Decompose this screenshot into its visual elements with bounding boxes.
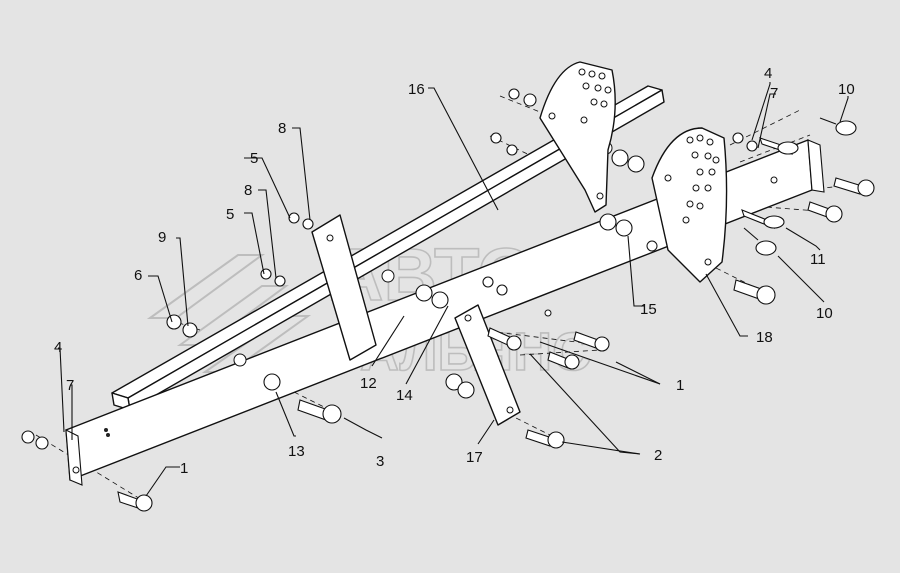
callout-9: 9 — [158, 229, 166, 246]
callout-labels: 1 1 2 3 4 4 5 5 6 7 7 8 8 9 10 10 11 12 … — [54, 65, 855, 477]
callout-14: 14 — [396, 387, 413, 404]
part-18-perforated-plate — [651, 127, 728, 283]
callout-1b: 1 — [676, 377, 684, 394]
callout-13: 13 — [288, 443, 305, 460]
callout-10b: 10 — [816, 305, 833, 322]
callout-8b: 8 — [244, 182, 252, 199]
spacer-tubes — [263, 149, 645, 399]
callout-5a: 5 — [250, 150, 258, 167]
leader-lines — [58, 82, 849, 497]
callout-2: 2 — [654, 447, 662, 464]
callout-4b: 4 — [764, 65, 772, 82]
bolts — [117, 177, 875, 512]
callout-11: 11 — [810, 251, 826, 268]
part-left-bracket-plate — [311, 214, 377, 361]
callout-6: 6 — [134, 267, 142, 284]
callout-12: 12 — [360, 375, 377, 392]
callout-7b: 7 — [770, 85, 778, 102]
callout-8a: 8 — [278, 120, 286, 137]
part-16-flat-bar — [111, 85, 665, 411]
part-14-spacer — [431, 291, 449, 309]
callout-4a: 4 — [54, 339, 62, 356]
callout-10a: 10 — [838, 81, 855, 98]
callout-7a: 7 — [66, 377, 74, 394]
callout-1a: 1 — [180, 460, 188, 477]
part-12-spacer — [415, 284, 433, 302]
part-13-spacer — [263, 373, 281, 391]
pins-and-rings — [741, 117, 857, 256]
part-17-bracket-plate — [454, 304, 521, 426]
part-upper-perforated-plate — [539, 61, 616, 213]
callout-18: 18 — [756, 329, 773, 346]
callout-5b: 5 — [226, 206, 234, 223]
callout-17: 17 — [466, 449, 483, 466]
callout-16: 16 — [408, 81, 425, 98]
callout-3: 3 — [376, 453, 384, 470]
callout-15: 15 — [640, 301, 657, 318]
